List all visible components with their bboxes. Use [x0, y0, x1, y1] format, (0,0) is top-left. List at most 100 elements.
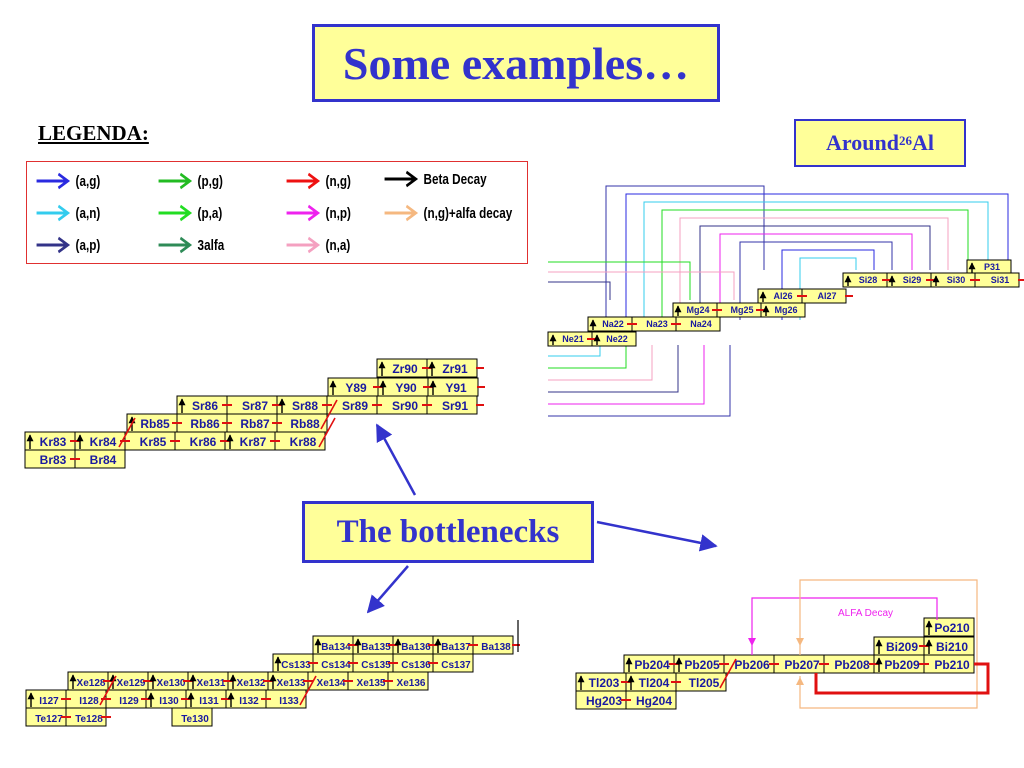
nuclide-cell: Kr84 — [74, 431, 126, 451]
nuclide-label: Hg203 — [586, 694, 622, 708]
nuclide-cell: I129 — [105, 689, 147, 709]
nuclide-label: Kr86 — [190, 435, 217, 449]
reaction-line — [625, 193, 1009, 320]
nuclide-label: I131 — [199, 696, 219, 707]
nuclide-cell: I133 — [265, 689, 307, 709]
nuclide-cell: Ne21 — [547, 331, 593, 347]
nuclide-label: Ba137 — [441, 642, 471, 653]
branch-link — [318, 417, 336, 448]
reaction-line — [548, 271, 735, 300]
page-title: Some examples… — [342, 37, 690, 89]
legend-label: (a,g) — [75, 172, 101, 190]
legend-item: (n,g) — [285, 172, 351, 190]
nuclide-cell: Te128 — [65, 707, 107, 727]
nuclide-label: Al26 — [773, 291, 792, 301]
nuclide-label: I129 — [119, 696, 139, 707]
reaction-line — [643, 201, 989, 320]
nuclide-cell: Rb87 — [226, 413, 278, 433]
nuclide-cell: Xe133 — [267, 671, 309, 691]
nuclide-cell: Pb204 — [623, 654, 675, 674]
nuclide-label: Xe129 — [117, 678, 146, 689]
nuclide-cell: Xe136 — [387, 671, 429, 691]
nuclide-label: Si28 — [859, 275, 878, 285]
nuclide-cell: Sr86 — [176, 395, 228, 415]
nuclide-cell: Tl203 — [575, 672, 627, 692]
nuclide-label: Bi209 — [886, 640, 918, 654]
nuclide-label: Sr86 — [192, 399, 218, 413]
nuclide-label: Zr90 — [392, 362, 418, 376]
nuclide-label: Ba135 — [361, 642, 391, 653]
nuclide-cell: Si30 — [930, 272, 976, 288]
nuclide-label: Na22 — [602, 319, 624, 329]
nuclide-label: Kr85 — [140, 435, 167, 449]
reaction-line — [548, 345, 679, 393]
branch-link — [118, 417, 136, 448]
bottlenecks-label: The bottlenecks — [336, 513, 560, 550]
legend-item: 3alfa — [157, 236, 224, 254]
nuclide-label: Sr90 — [392, 399, 418, 413]
nuclide-cell: Cs135 — [352, 653, 394, 673]
reaction-line — [605, 185, 765, 320]
nuclide-cell: Pb206 — [723, 654, 775, 674]
nuclide-label: Ne21 — [562, 334, 584, 344]
legend-label: (n,p) — [325, 204, 351, 222]
nuclide-label: Br84 — [90, 453, 117, 467]
nuclide-label: Pb206 — [734, 658, 770, 672]
arrow-right-icon — [286, 172, 321, 190]
nuclide-cell: Ba138 — [472, 635, 514, 655]
nuclide-cell: Hg204 — [625, 690, 677, 710]
nuclide-label: Na24 — [690, 319, 712, 329]
legend-label: (n,g) — [325, 172, 351, 190]
nuclide-label: Sr88 — [292, 399, 318, 413]
reaction-line — [679, 217, 949, 320]
nuclide-cell: Si29 — [886, 272, 932, 288]
nuclide-cell: Pb207 — [773, 654, 825, 674]
arrow-right-icon — [36, 172, 71, 190]
nuclide-cell: Mg26 — [760, 302, 806, 318]
nuclide-cell: Zr90 — [376, 358, 428, 378]
nuclide-label: Xe136 — [397, 678, 426, 689]
nuclide-label: Xe130 — [157, 678, 186, 689]
legend-item: (a,n) — [35, 204, 100, 222]
arrow-down-icon — [796, 638, 804, 646]
nuclide-cell: Pb210 — [923, 654, 975, 674]
nuclide-cell: Hg203 — [575, 690, 627, 710]
nuclide-cell: Y91 — [427, 377, 479, 397]
nuclide-cell: Br83 — [24, 449, 76, 469]
nuclide-cell: Cs137 — [432, 653, 474, 673]
nuclide-label: Y90 — [395, 381, 417, 395]
nuclide-label: Pb209 — [884, 658, 920, 672]
reaction-line — [548, 281, 611, 300]
legend-item: (n,a) — [285, 236, 350, 254]
nuclide-cell: Kr83 — [24, 431, 76, 451]
nuclide-label: Pb205 — [684, 658, 720, 672]
chart-links — [577, 620, 933, 701]
nuclide-cell: Kr86 — [174, 431, 226, 451]
nuclide-label: Ba138 — [481, 642, 511, 653]
legend-label: (n,g)+alfa decay — [423, 204, 513, 222]
nuclide-label: Si29 — [903, 275, 922, 285]
nuclide-cell: Al27 — [801, 288, 847, 304]
nuclide-cell: Al26 — [757, 288, 803, 304]
nuclide-cell: Xe130 — [147, 671, 189, 691]
nuclide-label: Kr88 — [290, 435, 317, 449]
bottlenecks-box: The bottlenecks — [302, 501, 594, 563]
arrow-right-icon — [158, 236, 193, 254]
nuclide-label: Na23 — [646, 319, 668, 329]
chart-links — [26, 361, 485, 460]
nuclide-label: Br83 — [40, 453, 67, 467]
nuclide-cell: Ba136 — [392, 635, 434, 655]
nuclide-cell: Te127 — [25, 707, 67, 727]
reaction-line — [661, 209, 969, 320]
reaction-line — [548, 345, 731, 417]
around-prefix: Around — [826, 130, 899, 155]
around-mass: 26 — [898, 133, 912, 148]
nuclide-label: I130 — [159, 696, 179, 707]
nuclide-label: Bi210 — [936, 640, 968, 654]
nuclide-label: Y91 — [445, 381, 467, 395]
legend-item: (a,g) — [35, 172, 100, 190]
nuclide-cell: Cs133 — [272, 653, 314, 673]
